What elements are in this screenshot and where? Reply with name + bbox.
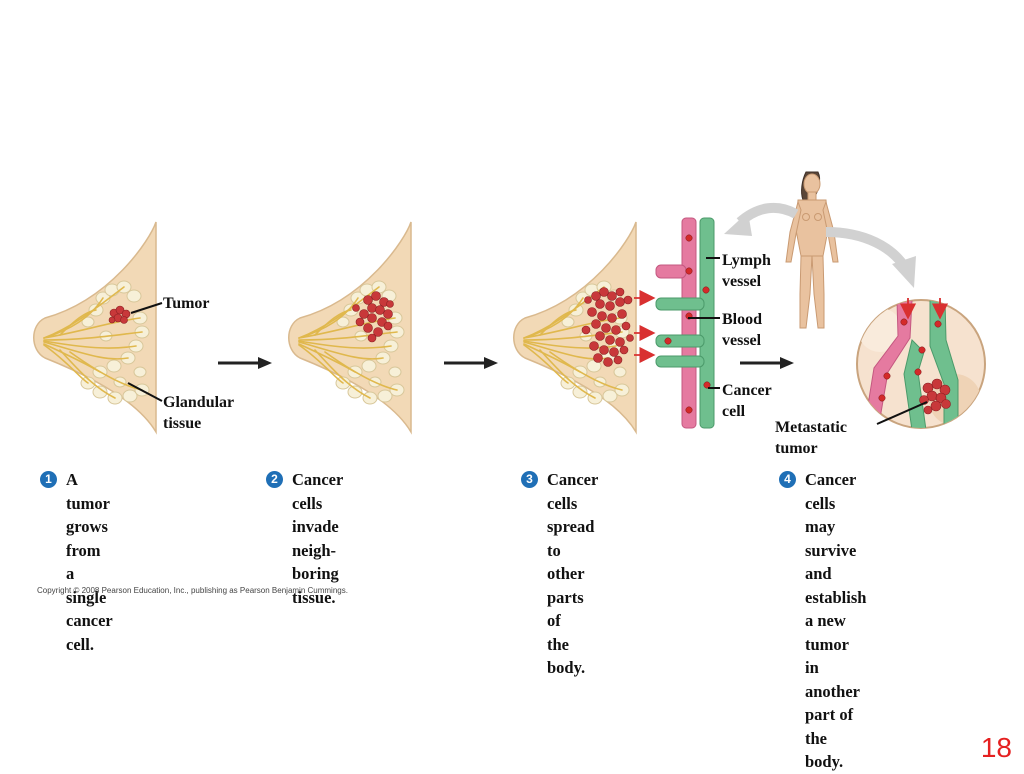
progress-arrow-2 [444,357,498,369]
step-3-badge: 3 [521,471,538,488]
breast-step2 [287,221,412,433]
metastatic-tumor-label: Metastatic tumor [775,419,847,457]
breast-step1 [32,221,157,433]
tumor-pointer [130,302,163,314]
human-figure [785,171,839,329]
blood-vessel-label: Blood vessel [722,311,763,349]
glandular-tissue-label: Glandular tissue [163,394,235,432]
metastatic-pointer [876,401,928,425]
primary-tumor [108,305,131,324]
step-2-badge: 2 [266,471,283,488]
spread-arrows [634,289,656,364]
cancer-cell-label: Cancer cell [722,382,772,420]
step-1-text: A tumor grows from a single cancer cell. [66,470,113,654]
lymph-vessel [655,217,715,429]
glandular-pointer [127,382,163,402]
step-4-badge: 4 [779,471,796,488]
blood-vessel [655,217,697,429]
progress-arrow-1 [218,357,272,369]
step-3-text: Cancer cells spread to other parts of th… [547,470,599,677]
copyright-notice: Copyright © 2008 Pearson Education, Inc.… [37,586,348,595]
step-2-text: Cancer cells invade neigh- boring tissue… [292,470,344,607]
tumor-label: Tumor [163,295,210,312]
page-number: 18 [980,732,1012,763]
metastasis-path-arrows [724,202,916,288]
invading-tumor [352,291,394,343]
progress-arrow-3 [740,357,794,369]
step-1-badge: 1 [40,471,57,488]
circulating-cancer-cells [664,234,711,414]
spreading-tumor [581,287,634,367]
step-4-text: Cancer cells may survive and establish a… [805,470,867,771]
metastatic-site-circle [856,298,986,429]
lymph-vessel-label: Lymph vessel [722,252,771,290]
